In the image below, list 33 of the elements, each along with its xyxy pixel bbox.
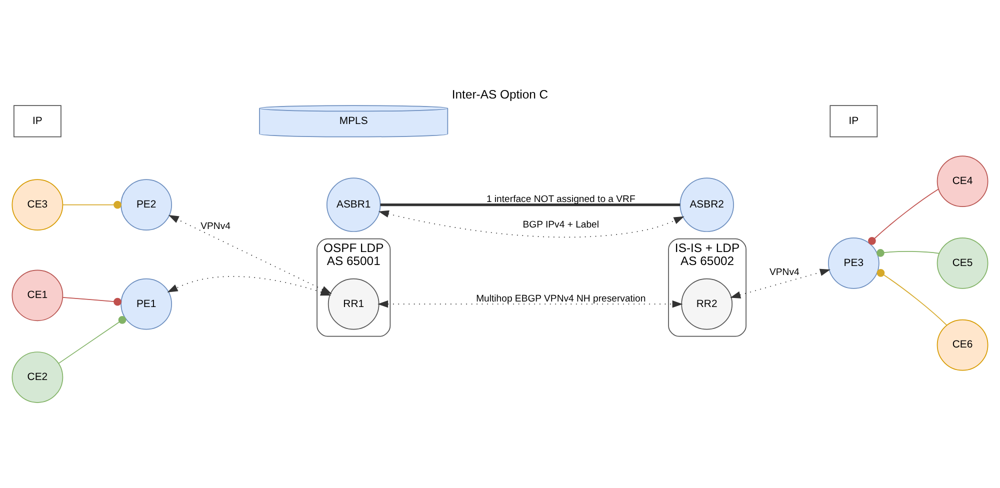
connector	[868, 188, 939, 245]
connector	[876, 249, 940, 257]
node-circle: CE2	[12, 352, 64, 403]
connector	[62, 296, 122, 306]
node-circle: PE2	[120, 179, 172, 230]
connector	[62, 200, 122, 209]
node-circle: RR2	[681, 278, 733, 330]
node-circle: CE3	[12, 179, 64, 230]
node-circle: CE5	[936, 237, 988, 289]
connector	[380, 204, 680, 206]
connector	[58, 316, 126, 364]
edge-label: 1 interface NOT assigned to a VRF	[486, 194, 636, 206]
edge-label: VPNv4	[770, 267, 800, 278]
arrow	[730, 268, 830, 298]
connector	[876, 269, 948, 326]
arrow	[168, 215, 332, 294]
node-label: AS 65002	[680, 254, 734, 268]
arrow	[378, 210, 684, 238]
node-circle: CE1	[12, 270, 64, 322]
node-circle: ASBR2	[680, 178, 734, 232]
node-circle: CE6	[936, 319, 988, 371]
node-circle: CE4	[936, 156, 988, 207]
edge-label: VPNv4	[200, 221, 230, 232]
edge-label: Multihop EBGP VPNv4 NH preservation	[476, 293, 646, 304]
node-box: IP	[14, 105, 62, 138]
node-label: AS 65001	[326, 254, 380, 268]
node-circle: PE1	[120, 278, 172, 330]
arrow	[378, 300, 683, 308]
node-box: IP	[830, 105, 878, 138]
node-circle: RR1	[328, 278, 380, 330]
edge-label: BGP IPv4 + Label	[522, 219, 600, 230]
diagram-title: Inter-AS Option C	[452, 88, 548, 102]
node-circle: ASBR1	[326, 178, 381, 232]
